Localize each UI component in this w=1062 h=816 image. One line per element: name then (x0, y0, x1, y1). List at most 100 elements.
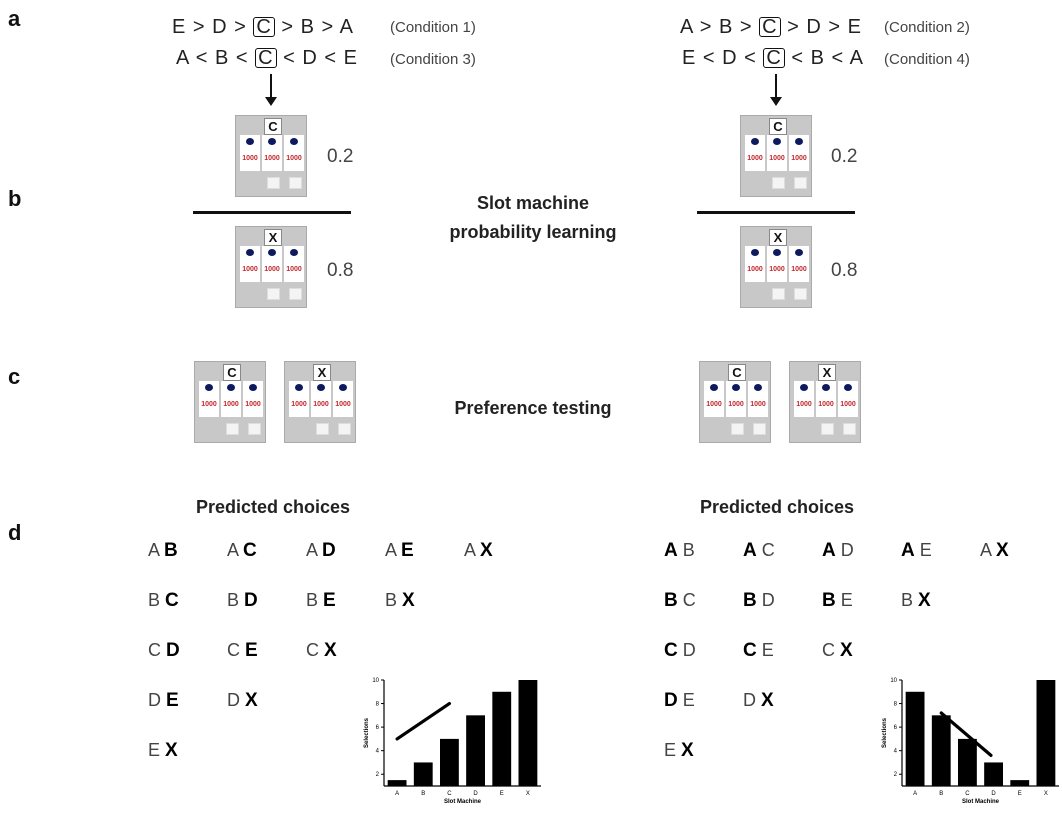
x-axis-label: Slot Machine (444, 799, 482, 805)
choice-pair: C E (743, 640, 774, 661)
y-tick-label: 4 (376, 749, 380, 755)
choice-pair: B X (901, 590, 931, 611)
y-axis-label: Selections (364, 717, 370, 748)
choice-pair: E X (664, 740, 694, 761)
choice-pair: D E (664, 690, 695, 711)
x-tick-label: A (913, 791, 917, 797)
choice-pair: A B (664, 540, 695, 561)
choice-pair: A B (148, 540, 178, 561)
y-tick-label: 2 (376, 772, 380, 778)
down-arrow-left (270, 74, 272, 98)
bar-E (1010, 780, 1030, 786)
x-tick-label: E (1018, 791, 1022, 797)
bar-B (931, 715, 951, 786)
choice-pair: A E (901, 540, 932, 561)
machine-label: X (264, 229, 282, 246)
slot-machine-x: X 1000 1000 1000 (235, 226, 307, 308)
x-tick-label: X (1044, 791, 1048, 797)
choice-pair: A X (980, 540, 1009, 561)
learning-title-2: probability learning (449, 222, 617, 242)
choice-pair: B E (822, 590, 853, 611)
fraction-bar-left (193, 211, 351, 214)
machine-label: C (223, 364, 241, 381)
y-axis-label: Selections (882, 717, 888, 748)
bar-X (1036, 680, 1056, 786)
condition-1-label: (Condition 1) (390, 19, 476, 36)
probability-x-right: 0.8 (831, 260, 858, 281)
choice-pair: C X (306, 640, 337, 661)
choice-pair: D E (148, 690, 179, 711)
down-arrow-right-head (770, 97, 782, 106)
predicted-choices-right-title: Predicted choices (700, 497, 855, 517)
panel-label-a: a (8, 6, 21, 31)
y-tick-label: 6 (376, 725, 380, 731)
c-box: C (253, 17, 275, 37)
y-tick-label: 10 (890, 678, 897, 684)
y-tick-label: 8 (376, 702, 380, 708)
slot-machine-c: C 1000 1000 1000 (699, 361, 771, 443)
panel-label-b: b (8, 186, 22, 211)
slot-machine-c: C 1000 1000 1000 (740, 115, 812, 197)
x-axis-label: Slot Machine (962, 799, 1000, 805)
bar-A (905, 691, 925, 786)
machine-label: X (818, 364, 836, 381)
y-tick-label: 2 (894, 772, 898, 778)
bar-D (466, 715, 486, 786)
c-box: C (759, 17, 781, 37)
slot-machine-x: X 1000 1000 1000 (740, 226, 812, 308)
x-tick-label: X (526, 791, 530, 797)
x-tick-label: E (500, 791, 504, 797)
condition-4-label: (Condition 4) (884, 51, 970, 68)
learning-title-1: Slot machine (476, 193, 590, 213)
slot-machine-c: C 1000 1000 1000 (194, 361, 266, 443)
choice-pair: C X (822, 640, 853, 661)
bar-E (492, 691, 512, 786)
condition-2-label: (Condition 2) (884, 19, 970, 36)
machine-label: C (264, 118, 282, 135)
ordering-condition-2: A > B > C > D > E (680, 16, 862, 38)
choice-pair: B D (227, 590, 258, 611)
panel-label-c: c (8, 364, 21, 389)
ordering-condition-3: A < B < C < D < E (176, 47, 358, 69)
machine-label: C (728, 364, 746, 381)
y-tick-label: 10 (372, 678, 379, 684)
down-arrow-right (775, 74, 777, 98)
choice-pair: B C (148, 590, 179, 611)
down-arrow-left-head (265, 97, 277, 106)
x-tick-label: B (939, 791, 943, 797)
fraction-bar-right (697, 211, 855, 214)
choice-pair: C E (227, 640, 258, 661)
choice-pair: E X (148, 740, 178, 761)
bar-A (387, 780, 407, 786)
choice-pair: C D (148, 640, 180, 661)
y-tick-label: 4 (894, 749, 898, 755)
panel-label-d: d (8, 520, 22, 545)
x-tick-label: B (421, 791, 425, 797)
probability-x-left: 0.8 (327, 260, 354, 281)
bar-X (518, 680, 538, 786)
machine-label: X (313, 364, 331, 381)
y-tick-label: 6 (894, 725, 898, 731)
trend-arrow (395, 701, 452, 741)
probability-c-right: 0.2 (831, 146, 858, 167)
probability-c-left: 0.2 (327, 146, 354, 167)
choice-pair: A X (464, 540, 493, 561)
choice-pair: D X (227, 690, 258, 711)
choice-pair: B C (664, 590, 696, 611)
slot-machine-x: X 1000 1000 1000 (789, 361, 861, 443)
choice-pair: C D (664, 640, 696, 661)
choice-pair: A C (743, 540, 775, 561)
bar-B (413, 762, 433, 786)
machine-label: C (769, 118, 787, 135)
trend-arrow (939, 711, 993, 757)
choice-pair: A D (306, 540, 336, 561)
x-tick-label: A (395, 791, 399, 797)
ordering-condition-4: E < D < C < B < A (682, 47, 864, 69)
slot-machine-x: X 1000 1000 1000 (284, 361, 356, 443)
choice-pair: B E (306, 590, 336, 611)
x-tick-label: D (473, 791, 478, 797)
choice-pair: A D (822, 540, 854, 561)
bar-C (439, 738, 459, 786)
